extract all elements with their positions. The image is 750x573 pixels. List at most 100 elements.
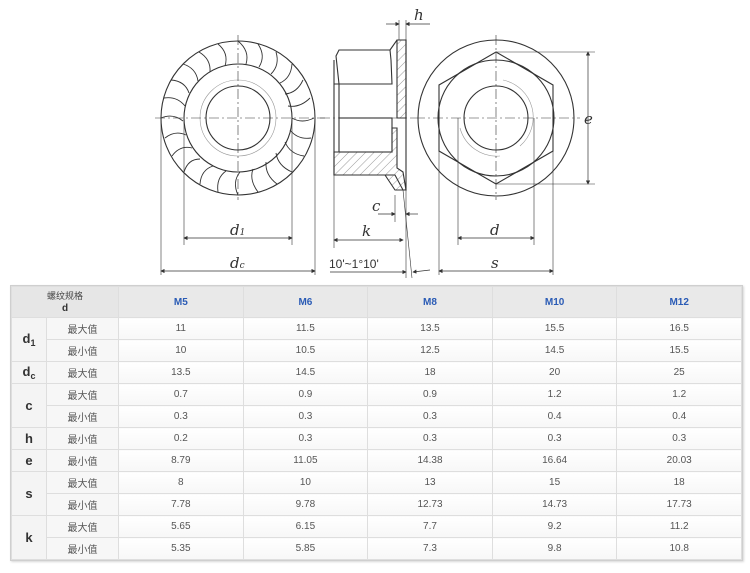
limit-cell: 最小值 xyxy=(45,405,120,428)
dim-d-label: d xyxy=(490,221,500,239)
table-header-row: 螺纹规格 d M5 M6 M8 M10 M12 xyxy=(10,286,742,318)
value-cell: 15.5 xyxy=(491,317,618,340)
size-header: M5 xyxy=(118,286,244,318)
param-symbol: h xyxy=(25,431,33,446)
value-cell: 15 xyxy=(491,471,618,494)
dim-h-label: h xyxy=(414,6,424,24)
limit-cell: 最大值 xyxy=(45,471,120,494)
value-cell: 11.5 xyxy=(242,317,369,340)
value-cell: 0.3 xyxy=(616,427,742,450)
value-cell: 5.65 xyxy=(118,515,244,538)
value-cell: 0.9 xyxy=(242,383,369,406)
value-cell: 10.5 xyxy=(242,339,369,362)
value-cell: 10 xyxy=(242,471,369,494)
value-cell: 13.5 xyxy=(367,317,493,340)
size-header: M8 xyxy=(367,286,493,318)
value-cell: 11.2 xyxy=(616,515,742,538)
value-cell: 0.3 xyxy=(118,405,244,428)
param-cell: d1 xyxy=(11,317,47,362)
value-cell: 0.3 xyxy=(242,405,369,428)
value-cell: 10 xyxy=(118,339,244,362)
param-subscript: c xyxy=(30,371,36,381)
value-cell: 15.5 xyxy=(616,339,742,362)
value-cell: 0.9 xyxy=(367,383,493,406)
limit-cell: 最小值 xyxy=(45,427,120,450)
param-symbol: s xyxy=(25,486,33,501)
side-section-view xyxy=(320,20,431,279)
value-cell: 13 xyxy=(367,471,493,494)
value-cell: 0.3 xyxy=(242,427,369,450)
serrated-face-view xyxy=(155,35,325,275)
value-cell: 0.4 xyxy=(491,405,618,428)
value-cell: 5.35 xyxy=(118,537,244,560)
hex-top-view xyxy=(415,35,595,275)
param-subscript: 1 xyxy=(30,338,36,348)
param-cell: s xyxy=(11,471,47,516)
value-cell: 14.38 xyxy=(367,449,493,472)
dim-s-label: s xyxy=(491,254,499,272)
param-cell: c xyxy=(11,383,47,428)
param-symbol: k xyxy=(25,530,33,545)
limit-cell: 最小值 xyxy=(45,537,120,560)
dim-k-label: k xyxy=(362,222,371,240)
param-cell: dc xyxy=(11,361,47,384)
value-cell: 11 xyxy=(118,317,244,340)
value-cell: 14.5 xyxy=(491,339,618,362)
size-header: M6 xyxy=(242,286,369,318)
limit-cell: 最大值 xyxy=(45,383,120,406)
value-cell: 12.73 xyxy=(367,493,493,516)
value-cell: 14.5 xyxy=(242,361,369,384)
value-cell: 1.2 xyxy=(616,383,742,406)
dim-e-label: e xyxy=(584,110,593,128)
value-cell: 6.15 xyxy=(242,515,369,538)
value-cell: 25 xyxy=(616,361,742,384)
value-cell: 7.3 xyxy=(367,537,493,560)
value-cell: 7.7 xyxy=(367,515,493,538)
dim-d1-label: d1 xyxy=(230,221,245,239)
thread-d-label: d xyxy=(61,302,69,314)
value-cell: 1.2 xyxy=(491,383,618,406)
size-header: M12 xyxy=(616,286,742,318)
value-cell: 0.7 xyxy=(118,383,244,406)
value-cell: 16.5 xyxy=(616,317,742,340)
param-symbol: d xyxy=(22,364,31,379)
value-cell: 0.3 xyxy=(491,427,618,450)
value-cell: 9.8 xyxy=(491,537,618,560)
value-cell: 0.2 xyxy=(118,427,244,450)
value-cell: 20.03 xyxy=(616,449,742,472)
size-header: M10 xyxy=(491,286,618,318)
value-cell: 8 xyxy=(118,471,244,494)
value-cell: 14.73 xyxy=(491,493,618,516)
thread-spec-header: 螺纹规格 d xyxy=(10,286,120,318)
dim-dc-label: dc xyxy=(230,254,245,272)
value-cell: 16.64 xyxy=(491,449,618,472)
value-cell: 0.3 xyxy=(367,405,493,428)
value-cell: 20 xyxy=(491,361,618,384)
value-cell: 0.3 xyxy=(367,427,493,450)
thread-spec-label: 螺纹规格 xyxy=(47,290,84,301)
param-symbol: c xyxy=(25,398,33,413)
value-cell: 13.5 xyxy=(118,361,244,384)
limit-cell: 最大值 xyxy=(45,515,120,538)
limit-cell: 最大值 xyxy=(45,361,120,384)
value-cell: 18 xyxy=(616,471,742,494)
value-cell: 12.5 xyxy=(367,339,493,362)
value-cell: 17.73 xyxy=(616,493,742,516)
dim-c-label: c xyxy=(372,197,381,215)
limit-cell: 最小值 xyxy=(45,339,120,362)
flange-nut-drawing: d1 dc h c k 10'~1°10' xyxy=(0,0,750,285)
value-cell: 10.8 xyxy=(616,537,742,560)
value-cell: 18 xyxy=(367,361,493,384)
value-cell: 5.85 xyxy=(242,537,369,560)
param-cell: e xyxy=(11,449,47,472)
param-symbol: e xyxy=(25,453,33,468)
